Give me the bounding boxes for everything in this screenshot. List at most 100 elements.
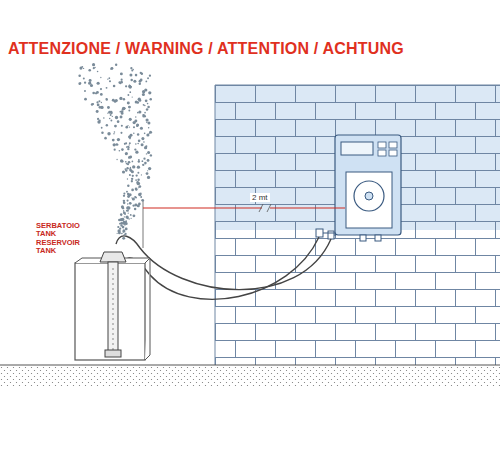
vapour-dot	[126, 163, 128, 165]
vapour-dot	[97, 120, 100, 123]
vapour-dot	[121, 233, 123, 235]
vapour-dot	[128, 136, 131, 139]
vapour-dot	[128, 110, 130, 112]
vapour-dot	[78, 82, 81, 85]
vapour-dot	[92, 92, 95, 95]
vapour-dot	[101, 132, 104, 135]
vapour-dot	[115, 99, 118, 102]
vapour-dot	[126, 200, 128, 202]
vapour-dot	[138, 159, 140, 161]
vapour-dot	[130, 67, 132, 69]
vapour-dot	[114, 131, 116, 133]
vapour-dot	[119, 150, 121, 152]
vapour-dot	[107, 106, 110, 109]
vapour-dot	[126, 167, 128, 169]
vapour-dot	[89, 79, 92, 82]
vapour-dot	[148, 127, 149, 128]
vapour-dot	[108, 111, 111, 114]
vapour-dot	[135, 188, 138, 191]
vapour-dot	[136, 174, 138, 176]
vapour-dot	[112, 116, 113, 117]
vapour-dot	[129, 91, 131, 93]
vapour-dot	[129, 86, 132, 89]
vapour-dot	[103, 117, 105, 119]
vapour-dot	[146, 121, 148, 123]
vapour-dot	[122, 222, 124, 224]
vapour-dot	[122, 229, 125, 232]
vapour-dot	[123, 210, 124, 211]
vapour-dot	[129, 142, 131, 144]
warning-title: ATTENZIONE / WARNING / ATTENTION / ACHTU…	[8, 40, 404, 58]
vapour-dot	[141, 143, 144, 146]
vapour-dot	[131, 70, 133, 72]
vapour-dot	[136, 124, 139, 127]
vapour-dot	[123, 211, 124, 212]
vapour-dot	[147, 103, 149, 105]
vapour-dot	[127, 148, 129, 150]
vapour-dot	[92, 103, 94, 105]
vapour-dot	[101, 102, 102, 103]
vapour-dot	[124, 216, 125, 217]
vapour-dot	[127, 184, 129, 186]
vapour-dot	[135, 116, 136, 117]
vapour-dot	[149, 131, 152, 134]
vapour-dot	[127, 203, 128, 204]
vapour-dot	[138, 193, 141, 196]
vapour-dot	[131, 189, 134, 192]
vapour-dot	[119, 228, 121, 230]
vapour-dot	[106, 124, 108, 126]
vapour-dot	[132, 197, 135, 200]
vapour-dot	[127, 94, 129, 96]
vapour-dot	[143, 157, 145, 159]
vapour-dot	[135, 74, 138, 77]
vapour-dot	[91, 103, 93, 105]
vapour-dot	[114, 125, 117, 128]
vapour-dot	[128, 161, 131, 164]
vapour-dot	[140, 127, 143, 130]
vapour-dot	[113, 143, 116, 146]
vapour-dot	[133, 133, 134, 134]
vapour-dot	[124, 213, 126, 215]
vapour-dot	[78, 74, 81, 77]
vapour-dot	[142, 114, 144, 116]
vapour-dot	[138, 140, 141, 143]
vapour-dot	[100, 93, 103, 96]
vapour-dot	[142, 93, 145, 96]
vapour-dot	[117, 233, 118, 234]
vapour-dot	[145, 100, 148, 103]
vapour-dot	[128, 213, 129, 214]
vapour-dot	[133, 126, 135, 128]
vapour-dot	[135, 143, 137, 145]
vapour-dot	[129, 119, 131, 121]
vapour-dot	[127, 125, 128, 126]
vapour-dot	[145, 116, 147, 118]
vapour-dot	[107, 132, 110, 135]
vapour-dot	[116, 143, 119, 146]
vapour-dot	[121, 205, 124, 208]
vapour-dot	[137, 143, 139, 145]
vapour-dot	[139, 99, 142, 102]
vapour-dot	[122, 207, 124, 209]
vapour-dot	[117, 138, 120, 141]
vapour-dot	[137, 204, 140, 207]
vapour-dot	[130, 86, 132, 88]
vapour-dot	[127, 178, 128, 179]
vapour-dot	[141, 199, 144, 202]
vapour-dot	[136, 125, 138, 127]
vapour-dot	[100, 77, 101, 78]
vapour-dot	[147, 159, 150, 162]
vapour-dot	[149, 98, 152, 101]
vapour-dot	[118, 81, 121, 84]
vapour-dot	[123, 211, 126, 214]
vapour-dot	[129, 144, 130, 145]
vapour-dot	[140, 79, 143, 82]
vapour-dot	[83, 78, 85, 80]
vapour-dot	[110, 67, 113, 70]
vapour-dot	[121, 218, 124, 221]
vapour-dot	[122, 207, 124, 209]
vapour-dot	[132, 161, 134, 163]
vapour-dot	[123, 193, 125, 195]
vapour-dot	[146, 133, 149, 136]
vapour-dot	[110, 114, 112, 116]
vapour-dot	[124, 143, 126, 145]
